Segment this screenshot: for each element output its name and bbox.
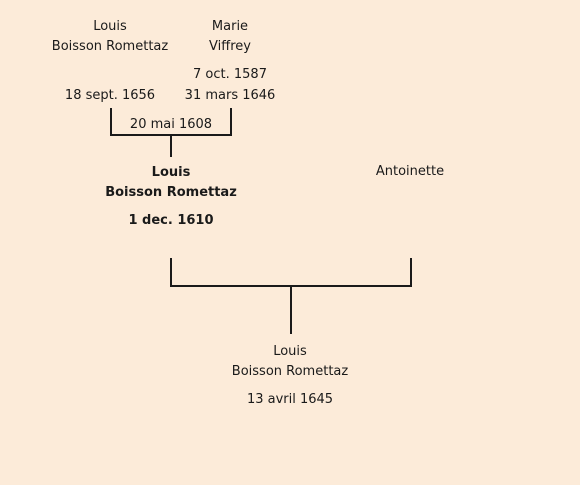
father-last-name: Boisson Romettaz <box>51 39 169 54</box>
child-birth-date: 13 avril 1645 <box>246 392 334 407</box>
father-first-name: Louis <box>93 19 127 34</box>
child-first-name: Louis <box>273 344 307 359</box>
mother-birth-date: 7 oct. 1587 <box>193 67 267 82</box>
subject-last-name: Boisson Romettaz <box>105 185 237 200</box>
mother-last-name: Viffrey <box>209 39 251 54</box>
couple-bracket-line <box>170 258 412 287</box>
child-last-name: Boisson Romettaz <box>231 364 349 379</box>
mother-death-date: 31 mars 1646 <box>184 88 276 103</box>
subject-birth-date: 1 dec. 1610 <box>128 213 214 228</box>
spouse-first-name: Antoinette <box>375 164 445 179</box>
subject-first-name: Louis <box>151 165 191 180</box>
father-death-date: 18 sept. 1656 <box>64 88 156 103</box>
mother-first-name: Marie <box>211 19 249 34</box>
parents-marriage-date: 20 mai 1608 <box>129 117 213 132</box>
